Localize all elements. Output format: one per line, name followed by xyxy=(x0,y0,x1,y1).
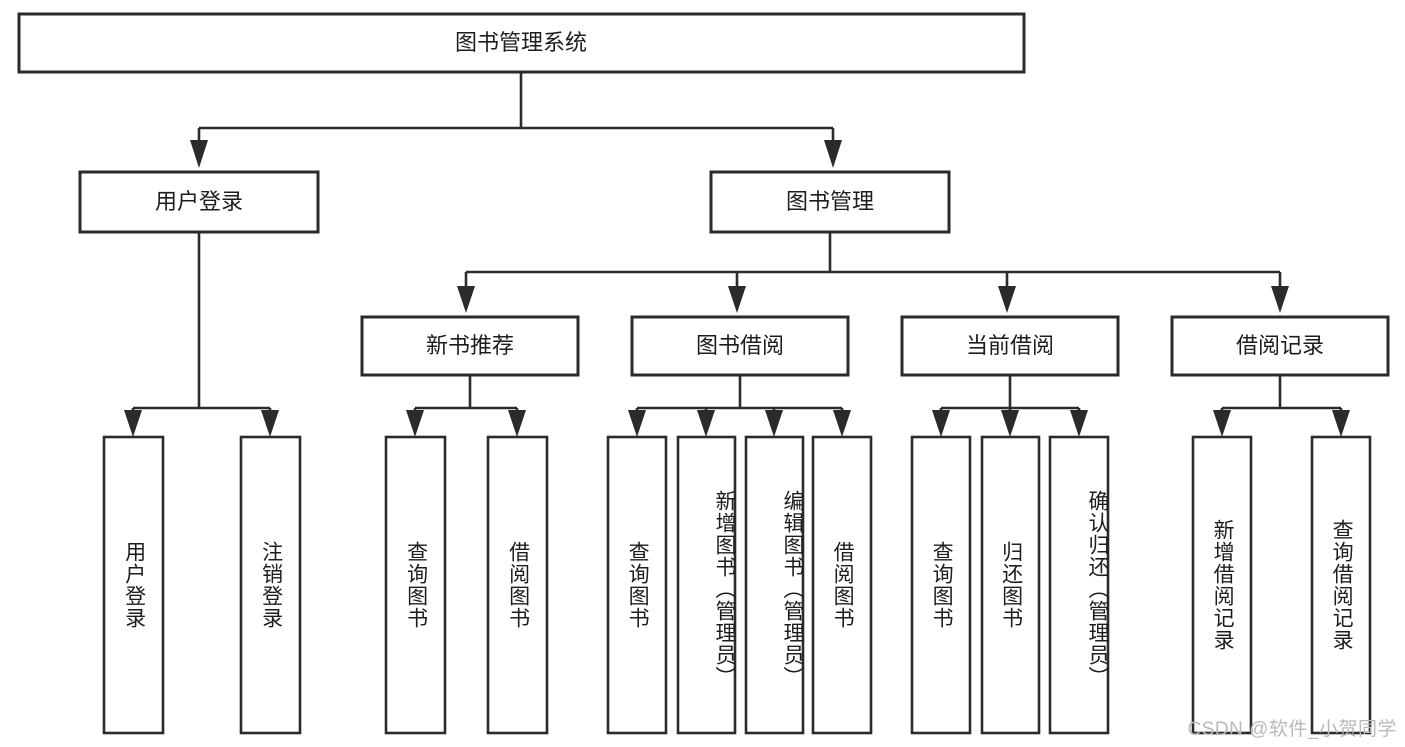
arrow-head-user-login xyxy=(190,140,208,168)
arrow-head-leaf-edit-book xyxy=(765,410,783,437)
node-new-book-recommend[interactable]: 新书推荐 xyxy=(360,315,580,377)
leaf-borrow-book-2-box[interactable] xyxy=(811,435,873,735)
node-root-label: 图书管理系统 xyxy=(455,30,587,55)
node-user-login-label: 用户登录 xyxy=(155,189,243,214)
arrow-head-new-book-recommend xyxy=(457,286,475,313)
csdn-watermark: CSDN @软件_小贺同学 xyxy=(1187,719,1397,740)
arrow-head-leaf-add-book xyxy=(697,410,715,437)
connector-group-borrow-record xyxy=(1213,375,1350,437)
leaf-edit-book-box[interactable] xyxy=(744,435,805,735)
node-book-borrow-box[interactable] xyxy=(630,315,850,377)
leaf-add-book-box[interactable] xyxy=(676,435,737,735)
connector-group-root xyxy=(190,72,842,168)
node-book-borrow-label: 图书借阅 xyxy=(696,333,784,358)
node-user-login-box[interactable] xyxy=(78,170,320,234)
node-book-manage[interactable]: 图书管理 xyxy=(709,170,951,234)
node-book-manage-box[interactable] xyxy=(709,170,951,234)
arrow-head-leaf-user-login xyxy=(124,410,142,437)
leaf-query-record-box[interactable] xyxy=(1310,435,1372,735)
leaf-logout-login-box[interactable] xyxy=(239,435,302,735)
arrow-head-leaf-borrow-book-1 xyxy=(508,410,526,437)
node-current-borrow-label: 当前借阅 xyxy=(966,333,1054,358)
node-book-manage-label: 图书管理 xyxy=(786,189,874,214)
arrow-head-book-manage xyxy=(824,140,842,168)
connector-group-user-login xyxy=(124,232,279,437)
leaf-confirm-return-box[interactable] xyxy=(1048,435,1110,735)
arrow-head-borrow-record xyxy=(1271,286,1289,313)
node-user-login[interactable]: 用户登录 xyxy=(78,170,320,234)
arrow-head-leaf-query-book-1 xyxy=(406,410,424,437)
node-borrow-record-label: 借阅记录 xyxy=(1236,333,1324,358)
node-book-borrow[interactable]: 图书借阅 xyxy=(630,315,850,377)
leaf-borrow-book-1-box[interactable] xyxy=(486,435,549,735)
arrow-head-current-borrow xyxy=(998,286,1016,313)
connector-group-book-borrow xyxy=(628,375,851,437)
leaf-boxes xyxy=(102,435,1372,735)
leaf-query-book-1-box[interactable] xyxy=(384,435,447,735)
node-root-box[interactable] xyxy=(17,12,1026,74)
node-borrow-record[interactable]: 借阅记录 xyxy=(1170,315,1390,377)
leaf-user-login-box[interactable] xyxy=(102,435,165,735)
node-current-borrow-box[interactable] xyxy=(900,315,1120,377)
connector-group-new-book-recommend xyxy=(406,375,526,437)
connector-group-book-manage xyxy=(457,232,1289,313)
node-new-book-recommend-label: 新书推荐 xyxy=(426,333,514,358)
arrow-head-leaf-add-record xyxy=(1213,410,1231,437)
arrow-head-leaf-query-book-2 xyxy=(628,410,646,437)
leaf-query-book-2-box[interactable] xyxy=(606,435,668,735)
node-borrow-record-box[interactable] xyxy=(1170,315,1390,377)
arrow-head-leaf-query-record xyxy=(1332,410,1350,437)
node-new-book-recommend-box[interactable] xyxy=(360,315,580,377)
arrow-head-leaf-return-book xyxy=(1001,410,1019,437)
leaf-add-record-box[interactable] xyxy=(1191,435,1253,735)
node-root[interactable]: 图书管理系统 xyxy=(17,12,1026,74)
arrow-head-leaf-borrow-book-2 xyxy=(833,410,851,437)
arrow-head-leaf-logout-login xyxy=(261,410,279,437)
node-current-borrow[interactable]: 当前借阅 xyxy=(900,315,1120,377)
connector-group-current-borrow xyxy=(932,375,1088,437)
arrow-head-book-borrow xyxy=(728,286,746,313)
leaf-return-book-box[interactable] xyxy=(980,435,1041,735)
arrow-head-leaf-confirm-return xyxy=(1070,410,1088,437)
leaf-query-book-3-box[interactable] xyxy=(910,435,972,735)
arrow-head-leaf-query-book-3 xyxy=(932,410,950,437)
